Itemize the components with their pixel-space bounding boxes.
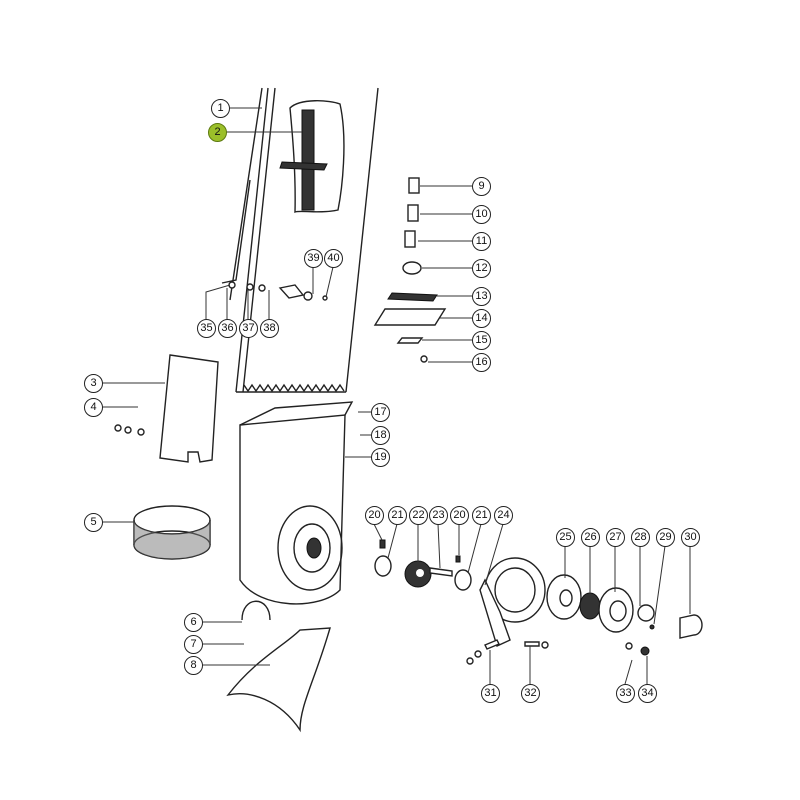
callout-part-22[interactable]: 22 (409, 506, 428, 525)
callout-part-3[interactable]: 3 (84, 374, 103, 393)
callout-part-7[interactable]: 7 (184, 635, 203, 654)
callout-part-29[interactable]: 29 (656, 528, 675, 547)
callout-part-17[interactable]: 17 (371, 403, 390, 422)
callout-part-23[interactable]: 23 (429, 506, 448, 525)
callout-part-14[interactable]: 14 (472, 309, 491, 328)
band-ring (133, 505, 211, 560)
callout-part-35[interactable]: 35 (197, 319, 216, 338)
callout-part-8[interactable]: 8 (184, 656, 203, 675)
callout-part-4[interactable]: 4 (84, 398, 103, 417)
callout-part-20[interactable]: 20 (450, 506, 469, 525)
cover-plate (159, 354, 219, 463)
callout-part-25[interactable]: 25 (556, 528, 575, 547)
callout-part-40[interactable]: 40 (324, 249, 343, 268)
callout-part-37[interactable]: 37 (239, 319, 258, 338)
leader-lines (102, 107, 691, 685)
callout-part-38[interactable]: 38 (260, 319, 279, 338)
callout-part-1[interactable]: 1 (211, 99, 230, 118)
callout-part-11[interactable]: 11 (472, 232, 491, 251)
fan-housing (239, 401, 354, 605)
callout-part-13[interactable]: 13 (472, 287, 491, 306)
callout-part-30[interactable]: 30 (681, 528, 700, 547)
callout-part-27[interactable]: 27 (606, 528, 625, 547)
callout-part-9[interactable]: 9 (472, 177, 491, 196)
callout-part-34[interactable]: 34 (638, 684, 657, 703)
callout-part-10[interactable]: 10 (472, 205, 491, 224)
callout-part-5[interactable]: 5 (84, 513, 103, 532)
callout-part-15[interactable]: 15 (472, 331, 491, 350)
callout-part-2[interactable]: 2 (208, 123, 227, 142)
small-hardware (228, 177, 447, 363)
callout-part-26[interactable]: 26 (581, 528, 600, 547)
callout-part-28[interactable]: 28 (631, 528, 650, 547)
callout-part-36[interactable]: 36 (218, 319, 237, 338)
lower-guard (226, 627, 331, 733)
callout-part-31[interactable]: 31 (481, 684, 500, 703)
callout-part-12[interactable]: 12 (472, 259, 491, 278)
callout-part-19[interactable]: 19 (371, 448, 390, 467)
elevator-tube (221, 87, 379, 393)
callout-part-32[interactable]: 32 (521, 684, 540, 703)
callout-part-6[interactable]: 6 (184, 613, 203, 632)
callout-part-16[interactable]: 16 (472, 353, 491, 372)
callout-part-20[interactable]: 20 (365, 506, 384, 525)
callout-part-33[interactable]: 33 (616, 684, 635, 703)
callout-part-21[interactable]: 21 (388, 506, 407, 525)
drive-parts (374, 539, 703, 665)
callout-part-24[interactable]: 24 (494, 506, 513, 525)
callout-part-21[interactable]: 21 (472, 506, 491, 525)
callout-part-18[interactable]: 18 (371, 426, 390, 445)
callout-part-39[interactable]: 39 (304, 249, 323, 268)
